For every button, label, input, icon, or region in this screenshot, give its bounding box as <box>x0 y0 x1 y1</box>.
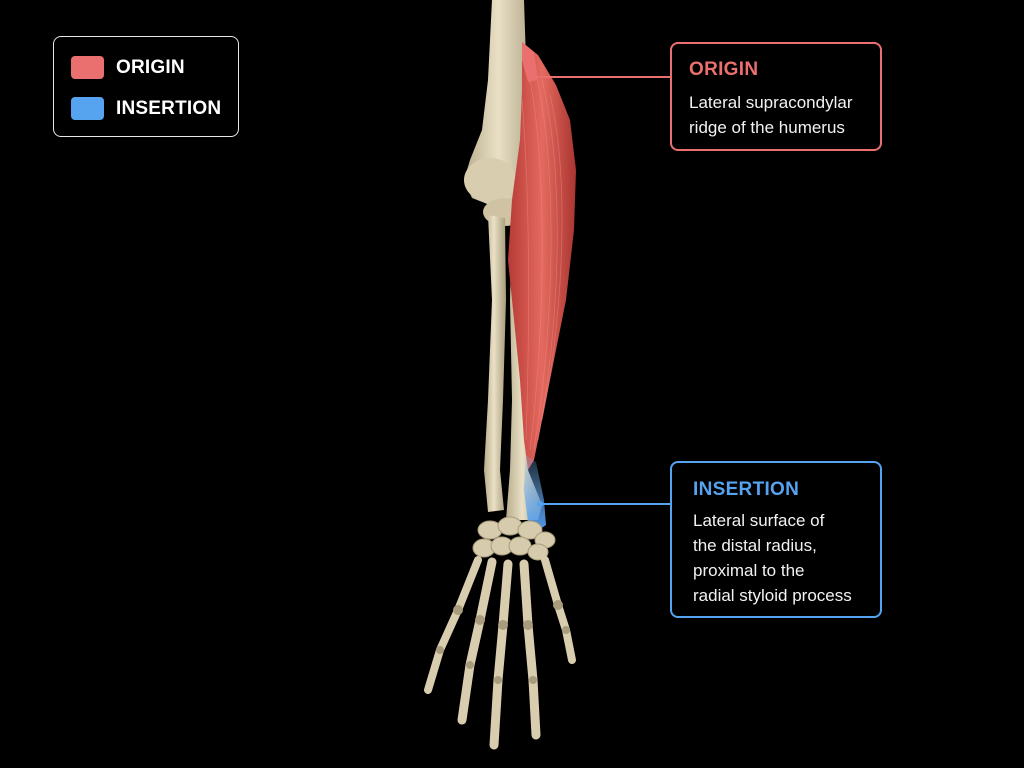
insertion-body-line: proximal to the <box>693 561 805 580</box>
legend-item-insertion: INSERTION <box>71 97 221 120</box>
origin-swatch <box>71 56 104 79</box>
legend-label-insertion: INSERTION <box>116 97 222 119</box>
ulna-bone <box>484 215 506 512</box>
insertion-leader-dot <box>537 501 543 507</box>
carpal-bones <box>472 516 556 561</box>
insertion-body-line: radial styloid process <box>693 586 852 605</box>
insertion-callout-body: Lateral surface of the distal radius, pr… <box>693 508 852 608</box>
finger-joints <box>436 600 570 684</box>
muscle-fibers <box>521 69 563 451</box>
elbow-joint <box>464 158 516 202</box>
insertion-body-line: Lateral surface of <box>693 511 825 530</box>
legend: ORIGIN INSERTION <box>53 36 239 137</box>
origin-body-line: ridge of the humerus <box>689 118 845 137</box>
insertion-marker <box>524 455 546 532</box>
legend-label-origin: ORIGIN <box>116 56 185 78</box>
insertion-body-line: the distal radius, <box>693 536 817 555</box>
origin-leader-dot <box>531 74 537 80</box>
insertion-swatch <box>71 97 104 120</box>
origin-marker <box>522 42 538 82</box>
origin-callout: ORIGIN Lateral supracondylar ridge of th… <box>670 42 882 151</box>
insertion-callout: INSERTION Lateral surface of the distal … <box>670 461 882 618</box>
origin-body-line: Lateral supracondylar <box>689 93 853 112</box>
origin-callout-body: Lateral supracondylar ridge of the humer… <box>689 90 852 140</box>
hand-bones <box>424 556 576 750</box>
legend-item-origin: ORIGIN <box>71 56 185 79</box>
origin-callout-title: ORIGIN <box>689 59 759 80</box>
insertion-callout-title: INSERTION <box>693 479 800 500</box>
